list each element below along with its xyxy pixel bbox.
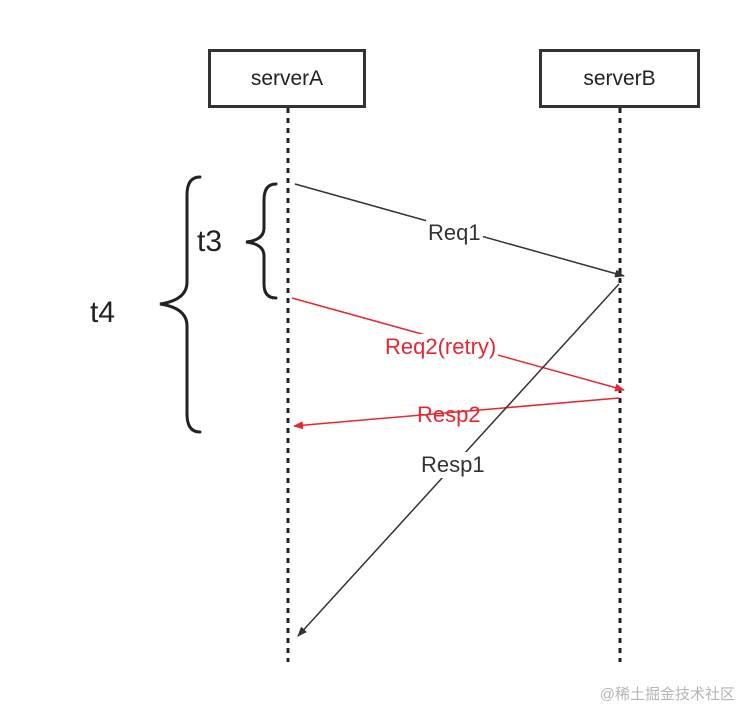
actor-serverA-label: serverA [250,66,324,90]
outer-brace [159,175,202,434]
t3-label: t3 [197,225,223,258]
t4-label: t4 [90,296,116,329]
actor-serverB: serverB [539,49,700,108]
resp1-label: Resp1 [419,452,487,478]
watermark: @稀土掘金技术社区 [599,686,735,703]
req2-label: Req2(retry) [383,334,499,360]
actor-serverA: serverA [208,49,366,108]
resp2-arrow [293,397,620,430]
actor-serverB-label: serverB [583,66,656,90]
resp2-label: Resp2 [417,402,481,427]
inner-brace [245,182,278,300]
req1-label: Req1 [426,220,483,246]
